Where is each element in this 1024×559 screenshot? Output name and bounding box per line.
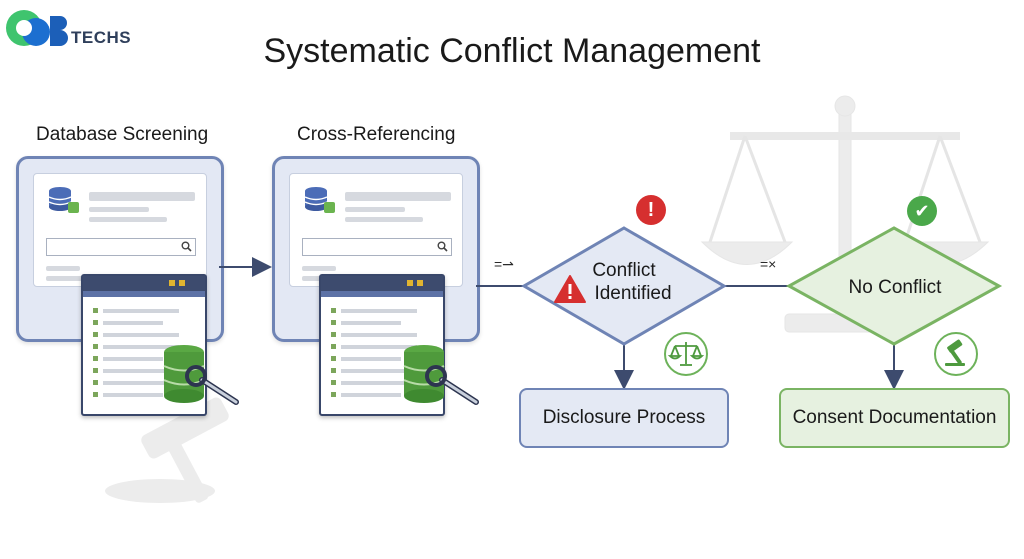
list-row [103, 321, 163, 325]
gavel-icon [934, 332, 978, 376]
consent-documentation-box: Consent Documentation [779, 388, 1010, 448]
list-row [103, 381, 179, 385]
list-row [103, 369, 179, 373]
list-row [103, 309, 179, 313]
list-bullet [93, 308, 98, 313]
list-bullet [331, 308, 336, 313]
cross-referencing-card [272, 156, 480, 342]
check-icon: ✔ [907, 196, 937, 226]
magnifier-db-icon [163, 345, 239, 405]
list-bullet [93, 380, 98, 385]
conflict-diamond [521, 226, 727, 346]
search-icon [437, 241, 448, 252]
database-icon [48, 187, 79, 213]
list-bullet [331, 344, 336, 349]
list-row [103, 333, 179, 337]
list-row [341, 333, 417, 337]
list-row [103, 357, 163, 361]
list-bullet [331, 380, 336, 385]
list-bullet [331, 320, 336, 325]
card-window [33, 173, 207, 287]
list-row [341, 393, 401, 397]
magnifier-db-icon [403, 345, 479, 405]
conflict-label-line2: Identified [594, 283, 672, 304]
list-row [103, 345, 179, 349]
logo-text: TECHS [71, 28, 132, 47]
card-window [289, 173, 463, 287]
no-conflict-label: No Conflict [848, 277, 942, 298]
conflict-arrow-note: =⇀ [494, 256, 514, 272]
list-row [341, 381, 417, 385]
list-bullet [331, 368, 336, 373]
list-row [341, 345, 417, 349]
conflict-label-line1: Conflict [592, 260, 656, 281]
no-conflict-diamond [785, 226, 1003, 346]
step-label-cross-referencing: Cross-Referencing [297, 124, 456, 145]
search-icon [181, 241, 192, 252]
list-row [341, 369, 417, 373]
disclosure-process-box: Disclosure Process [519, 388, 729, 448]
list-bullet [331, 332, 336, 337]
list-bullet [331, 392, 336, 397]
list-row [341, 357, 401, 361]
list-bullet [93, 392, 98, 397]
list-row [341, 321, 401, 325]
alert-badge-icon: ! [636, 195, 666, 225]
list-bullet [93, 332, 98, 337]
list-row [341, 309, 417, 313]
brand-logo [6, 10, 68, 46]
list-bullet [93, 368, 98, 373]
list-row [103, 393, 163, 397]
list-bullet [331, 356, 336, 361]
database-icon [304, 187, 335, 213]
list-bullet [93, 356, 98, 361]
alert-icon [554, 275, 586, 303]
page-title: Systematic Conflict Management [263, 32, 761, 70]
scales-icon [664, 332, 708, 376]
list-bullet [93, 344, 98, 349]
search-field [302, 238, 452, 256]
list-bullet [93, 320, 98, 325]
step-label-database-screening: Database Screening [36, 124, 209, 145]
search-field [46, 238, 196, 256]
no-conflict-arrow-note: =× [760, 256, 777, 272]
